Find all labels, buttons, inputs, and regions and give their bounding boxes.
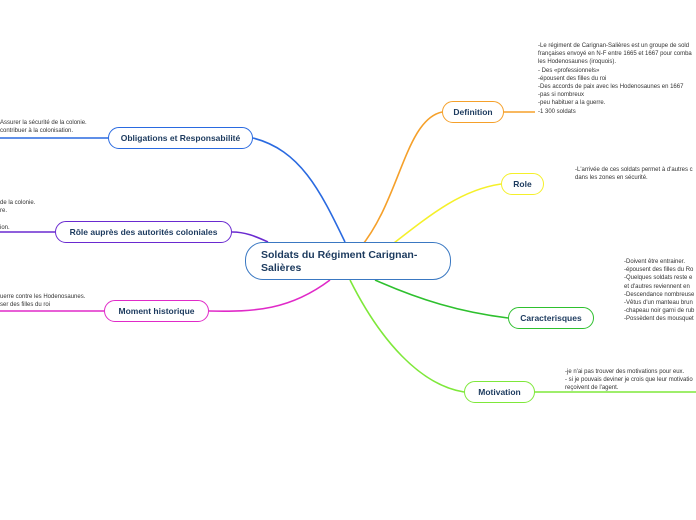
connector-moment: [208, 279, 331, 312]
topic-caracteristiques[interactable]: Caracterisques: [508, 307, 594, 329]
note-obligations: Assurer la sécurité de la colonie. contr…: [0, 120, 87, 135]
note-role: -L'arrivée de ces soldats permet à d'aut…: [575, 167, 693, 182]
topic-role-coloniale[interactable]: Rôle auprès des autorités coloniales: [55, 221, 232, 243]
note-definition: -Le régiment de Carignan-Salières est un…: [538, 43, 692, 115]
note-role-coloniale: de la colonie. re. ion.: [0, 200, 36, 231]
topic-motivation[interactable]: Motivation: [464, 381, 535, 403]
connector-definition: [359, 111, 443, 249]
connector-obligations: [252, 137, 346, 243]
note-caracteristiques: -Doivent être entrainer. -épousent des f…: [624, 259, 695, 323]
connector-motivation: [349, 279, 465, 393]
topic-definition[interactable]: Definition: [442, 101, 504, 123]
topic-role[interactable]: Role: [501, 173, 544, 195]
topic-moment-historique[interactable]: Moment historique: [104, 300, 209, 322]
note-motivation: -je n'ai pas trouver des motivations pou…: [565, 369, 693, 392]
topic-obligations[interactable]: Obligations et Responsabilité: [108, 127, 253, 149]
connector-role-coloniale: [231, 231, 269, 243]
note-moment-historique: uerre contre les Hodenosaunes. ser des f…: [0, 294, 86, 309]
central-topic[interactable]: Soldats du Régiment Carignan-Salières: [245, 242, 451, 280]
connector-role: [384, 183, 502, 251]
connector-caracteristiques: [374, 279, 509, 319]
